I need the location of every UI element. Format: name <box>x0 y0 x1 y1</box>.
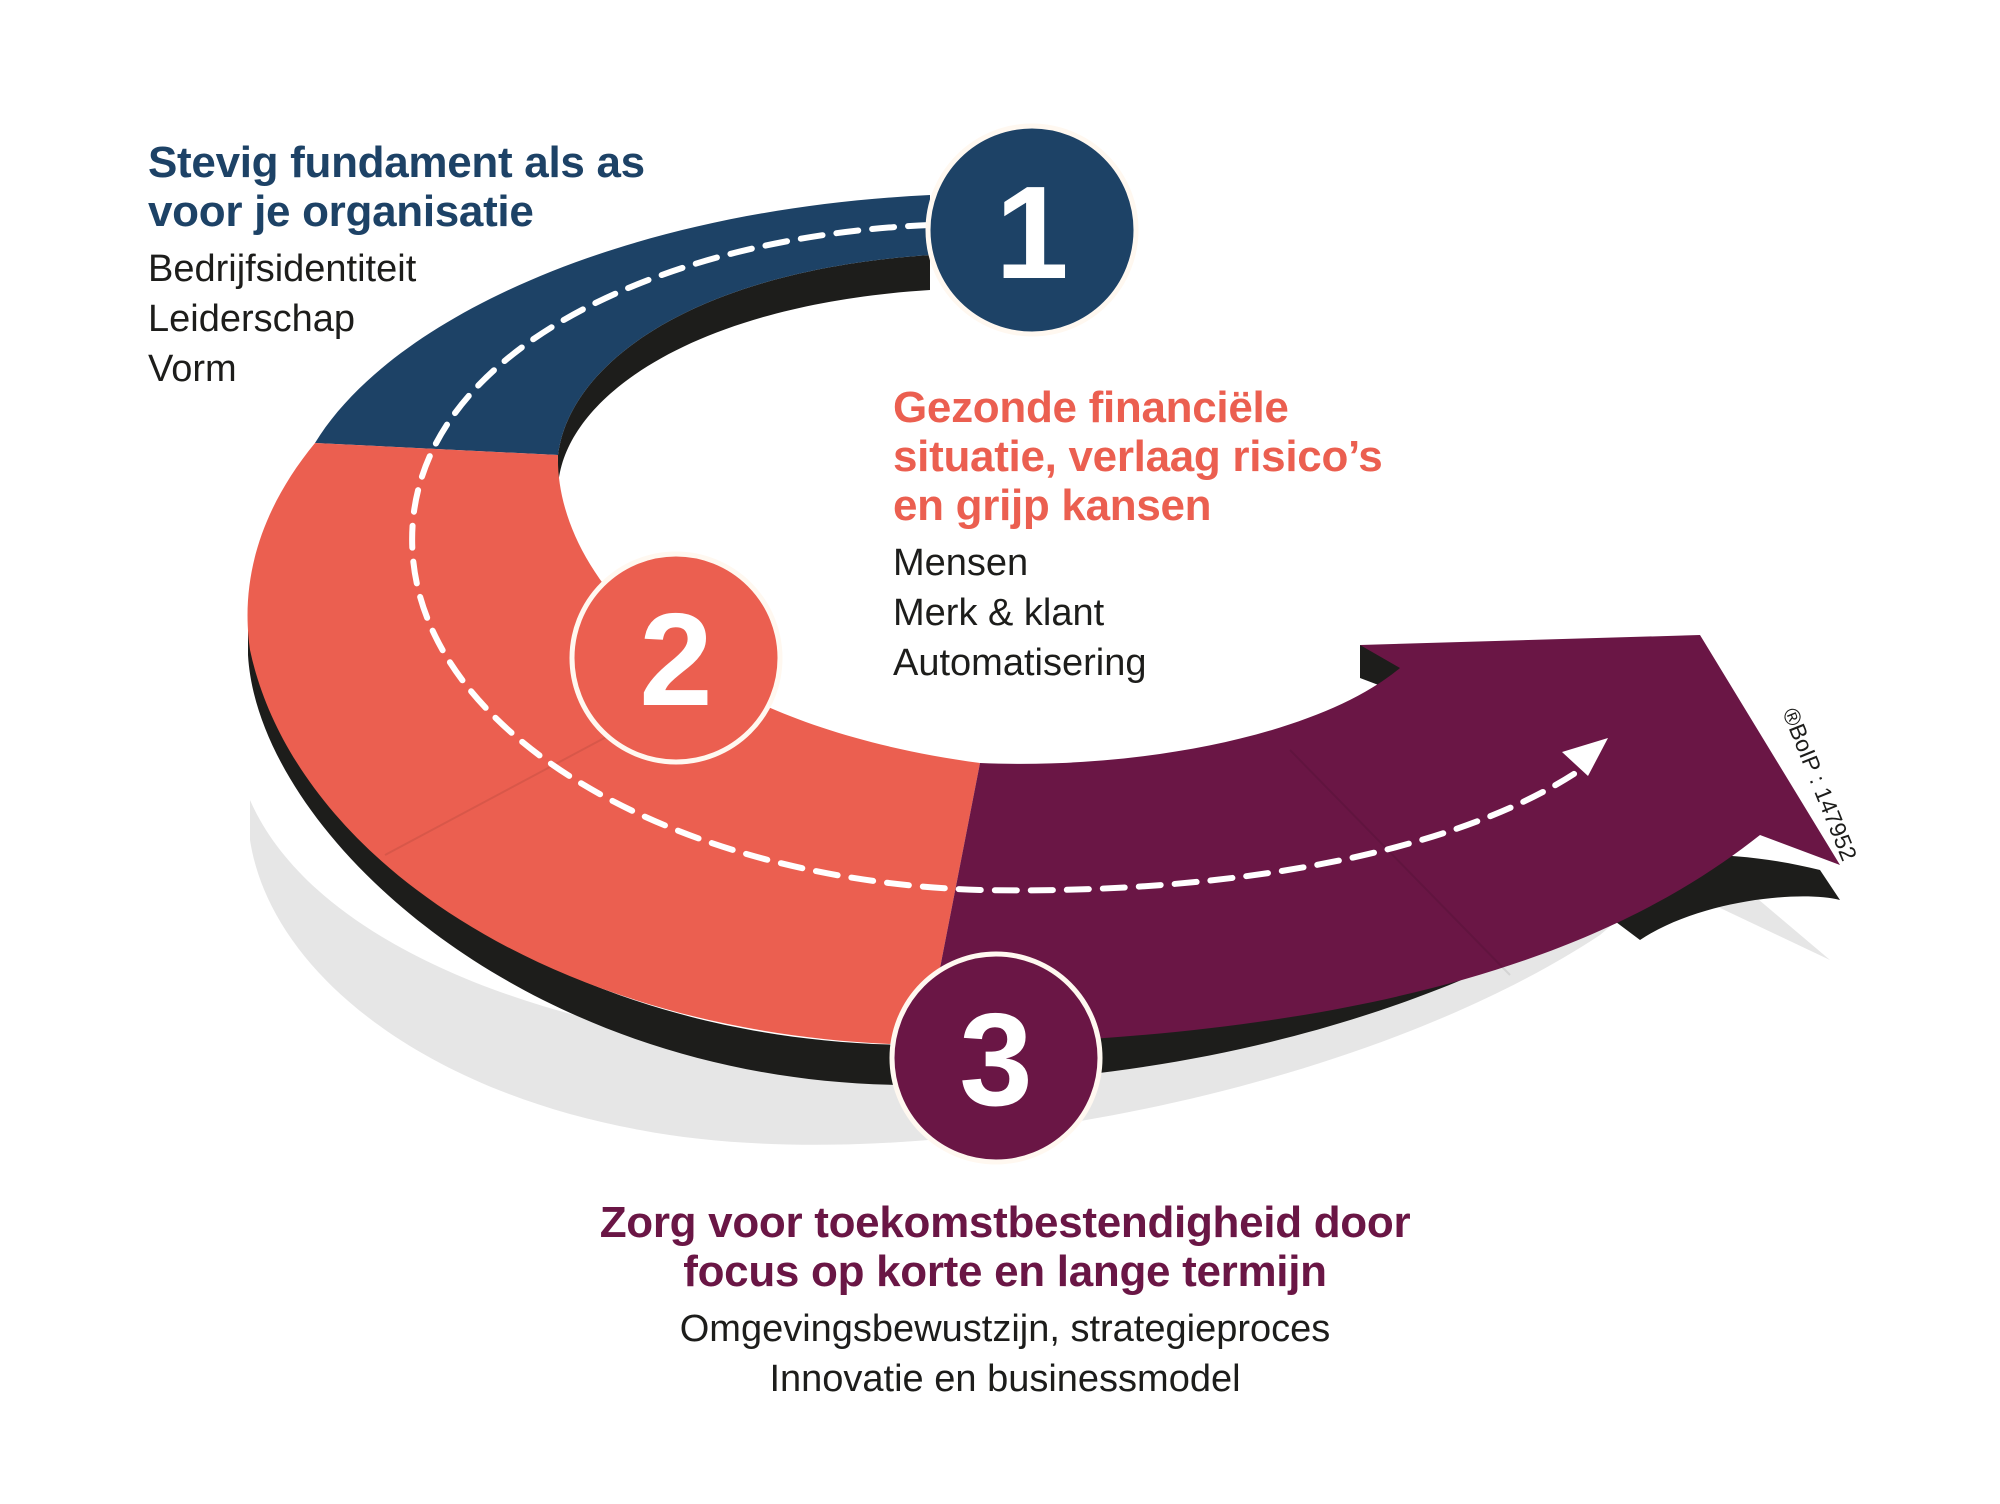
step2-item: Mensen <box>893 542 1029 584</box>
step2-item: Automatisering <box>893 642 1147 684</box>
step3-heading-line: Zorg voor toekomstbestendigheid door <box>599 1198 1411 1247</box>
step3-item: Omgevingsbewustzijn, strategieproces <box>679 1308 1331 1350</box>
step1-item: Leiderschap <box>148 298 356 340</box>
step2-heading-line: Gezonde financiële <box>893 383 1289 432</box>
step3-heading-line: focus op korte en lange termijn <box>683 1247 1327 1296</box>
badge-step3: 3 <box>889 951 1103 1165</box>
step1-heading: Stevig fundament als as voor je organisa… <box>148 138 788 236</box>
step2-heading-line: en grijp kansen <box>893 481 1212 530</box>
band-edge-inner <box>558 255 930 490</box>
step1-text-block: Stevig fundament als as voor je organisa… <box>148 138 788 394</box>
step3-item: Innovatie en businessmodel <box>769 1358 1241 1400</box>
badge-number: 1 <box>995 159 1068 306</box>
segment-step3 <box>925 635 1840 1045</box>
step2-heading: Gezonde financiële situatie, verlaag ris… <box>893 383 1513 530</box>
badge-number: 3 <box>959 986 1032 1133</box>
badge-step2: 2 <box>569 551 783 765</box>
badge-step1: 1 <box>925 123 1139 337</box>
flow-path <box>409 222 1583 894</box>
step1-heading-line: voor je organisatie <box>148 187 534 236</box>
step3-heading: Zorg voor toekomstbestendigheid door foc… <box>480 1198 1530 1296</box>
badge-number: 2 <box>639 586 712 733</box>
step3-text-block: Zorg voor toekomstbestendigheid door foc… <box>480 1198 1530 1404</box>
segment-step1 <box>315 195 930 455</box>
flow-arrowhead <box>1562 738 1608 776</box>
step1-item: Bedrijfsidentiteit <box>148 248 417 290</box>
step2-text-block: Gezonde financiële situatie, verlaag ris… <box>893 383 1513 688</box>
floor-shadow <box>250 800 1830 1145</box>
step2-heading-line: situatie, verlaag risico’s <box>893 432 1383 481</box>
facet-lines <box>384 734 1511 976</box>
step1-item: Vorm <box>148 348 237 390</box>
step1-heading-line: Stevig fundament als as <box>148 138 645 187</box>
step2-item: Merk & klant <box>893 592 1105 634</box>
